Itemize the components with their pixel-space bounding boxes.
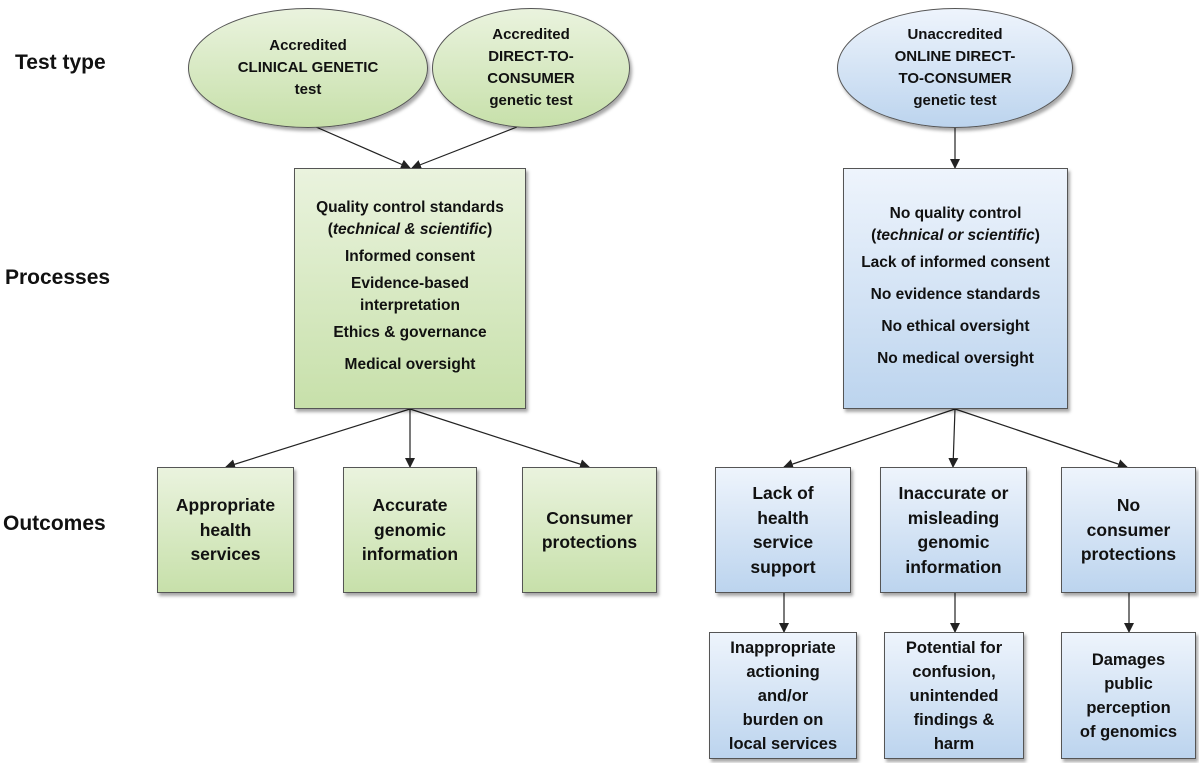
arrow-noqc-to-lack-health bbox=[783, 408, 956, 469]
outcome-line: service bbox=[752, 532, 814, 552]
consequence-line: of genomics bbox=[1079, 722, 1178, 741]
test-type-clinical: Accredited CLINICAL GENETIC test bbox=[188, 8, 428, 128]
test-type-online-dtc-line-3: TO-CONSUMER bbox=[898, 70, 1012, 87]
no-qc-title: No quality control bbox=[889, 204, 1022, 222]
outcome-line: information bbox=[361, 544, 459, 565]
consequence-line: Potential for bbox=[905, 638, 1003, 657]
outcome-accurate-genomic-information: Accurate genomic information bbox=[343, 467, 477, 593]
arrow-dtc-to-processes bbox=[411, 126, 518, 170]
outcome-line: Appropriate bbox=[175, 495, 276, 516]
outcome-line: services bbox=[190, 544, 261, 565]
test-type-online-dtc-line-4: genetic test bbox=[913, 92, 997, 109]
outcome-line: Accurate bbox=[372, 495, 448, 516]
test-type-online-dtc-line-2: ONLINE DIRECT- bbox=[894, 48, 1016, 65]
test-type-dtc-line-2: DIRECT-TO- bbox=[488, 48, 574, 65]
process-box-accredited: Quality control standards (technical & s… bbox=[294, 168, 526, 409]
consequence-line: and/or bbox=[757, 686, 809, 705]
consequence-line: burden on bbox=[742, 710, 824, 729]
outcome-line: information bbox=[905, 556, 1002, 577]
consequence-line: local services bbox=[728, 734, 838, 753]
row-label-processes: Processes bbox=[5, 266, 111, 289]
outcome-line: genomic bbox=[917, 532, 990, 552]
consequence-line: harm bbox=[933, 734, 975, 753]
consequence-line: perception bbox=[1086, 698, 1171, 717]
process-no-ethical-oversight: No ethical oversight bbox=[881, 317, 1030, 335]
consequence-potential-confusion-harm: Potential for confusion, unintended find… bbox=[884, 632, 1024, 759]
outcome-line: consumer bbox=[1086, 519, 1171, 540]
outcome-lack-of-health-service-support: Lack of health service support bbox=[715, 467, 851, 593]
qc-standards-detail: (technical & scientific) bbox=[327, 220, 493, 238]
consequence-damages-public-perception: Damages public perception of genomics bbox=[1061, 632, 1196, 759]
test-type-online-dtc-line-1: Unaccredited bbox=[907, 26, 1003, 43]
qc-standards-title: Quality control standards bbox=[316, 198, 504, 216]
outcome-line: Inaccurate or bbox=[898, 483, 1009, 503]
consequence-line: actioning bbox=[746, 662, 820, 681]
test-type-dtc-line-3: CONSUMER bbox=[487, 70, 575, 87]
test-type-clinical-line-2: CLINICAL GENETIC bbox=[237, 59, 379, 76]
test-type-dtc: Accredited DIRECT-TO- CONSUMER genetic t… bbox=[432, 8, 630, 128]
outcome-line: Lack of bbox=[752, 483, 814, 503]
outcome-line: protections bbox=[541, 532, 638, 552]
test-type-clinical-line-1: Accredited bbox=[269, 37, 347, 54]
outcome-line: Consumer bbox=[546, 507, 633, 528]
outcome-inaccurate-misleading-information: Inaccurate or misleading genomic informa… bbox=[880, 467, 1027, 593]
consequence-line: public bbox=[1104, 674, 1153, 693]
test-type-online-dtc: Unaccredited ONLINE DIRECT- TO-CONSUMER … bbox=[837, 8, 1073, 128]
consequence-inappropriate-actioning: Inappropriate actioning and/or burden on… bbox=[709, 632, 857, 759]
consequence-line: Damages bbox=[1091, 650, 1166, 669]
test-type-dtc-line-1: Accredited bbox=[492, 26, 570, 43]
outcome-line: health bbox=[199, 519, 252, 540]
test-type-dtc-line-4: genetic test bbox=[489, 92, 573, 109]
process-informed-consent: Informed consent bbox=[344, 247, 476, 265]
arrow-processes-to-appropriate-health bbox=[225, 408, 411, 470]
outcome-line: genomic bbox=[374, 519, 446, 540]
outcome-line: protections bbox=[1080, 544, 1177, 565]
outcome-appropriate-health-services: Appropriate health services bbox=[157, 467, 294, 593]
process-box-unaccredited: No quality control (technical or scienti… bbox=[843, 168, 1068, 409]
outcome-consumer-protections: Consumer protections bbox=[522, 467, 657, 593]
arrow-noqc-to-inaccurate bbox=[948, 408, 959, 468]
process-ethics-governance: Ethics & governance bbox=[333, 323, 487, 341]
row-label-outcomes: Outcomes bbox=[3, 512, 106, 535]
outcome-line: No bbox=[1116, 495, 1141, 516]
no-qc-detail: (technical or scientific) bbox=[871, 226, 1040, 244]
outcome-line: health bbox=[757, 507, 809, 528]
consequence-line: Inappropriate bbox=[730, 638, 836, 657]
consequence-line: confusion, bbox=[912, 662, 996, 681]
outcome-no-consumer-protections: No consumer protections bbox=[1061, 467, 1196, 593]
process-no-evidence-standards: No evidence standards bbox=[870, 285, 1041, 303]
process-medical-oversight: Medical oversight bbox=[344, 355, 476, 373]
row-label-test-type: Test type bbox=[15, 51, 106, 74]
process-evidence-based: Evidence-based bbox=[350, 274, 470, 292]
consequence-line: findings & bbox=[913, 710, 995, 729]
process-no-medical-oversight: No medical oversight bbox=[877, 349, 1034, 367]
process-interpretation: interpretation bbox=[360, 296, 460, 314]
arrow-processes-to-consumer-protections bbox=[409, 408, 590, 469]
arrow-noqc-to-no-consumer bbox=[954, 408, 1128, 469]
process-lack-informed-consent: Lack of informed consent bbox=[861, 253, 1050, 271]
test-type-clinical-line-3: test bbox=[294, 81, 322, 98]
arrow-clinical-to-processes bbox=[315, 126, 411, 169]
consequence-line: unintended bbox=[909, 686, 999, 705]
outcome-line: misleading bbox=[907, 507, 1000, 528]
outcome-line: support bbox=[750, 556, 816, 577]
